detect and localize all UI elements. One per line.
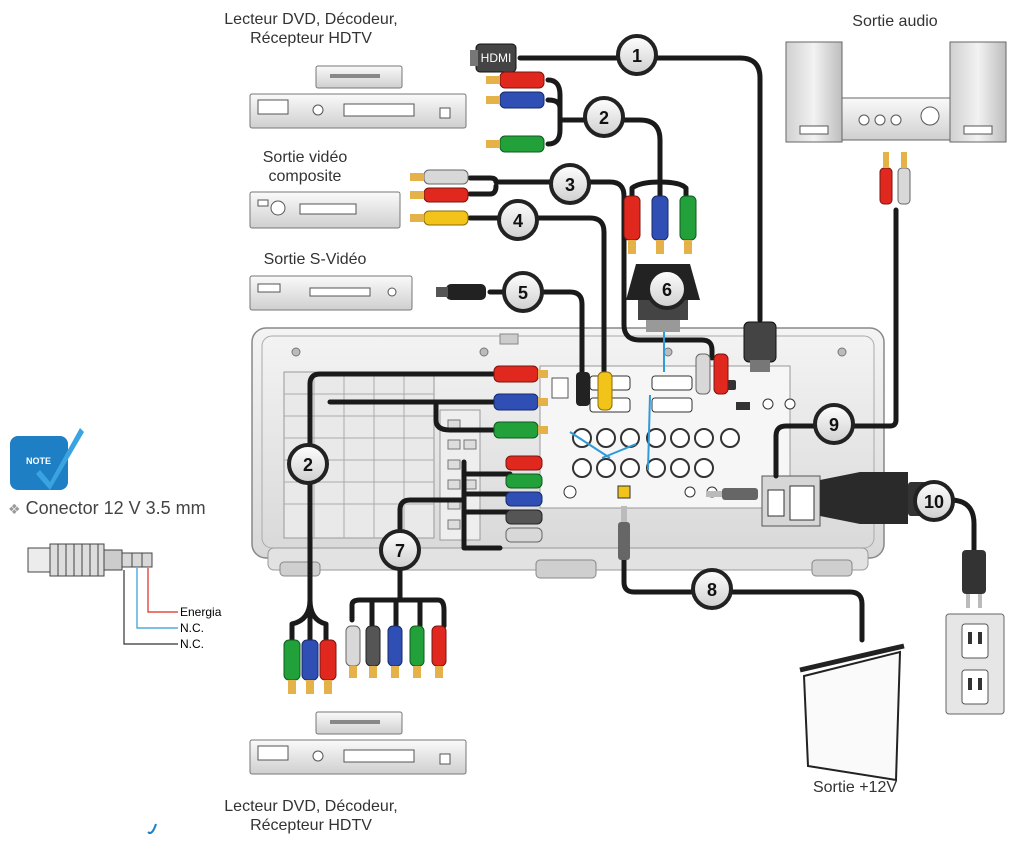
composite-device — [249, 191, 401, 229]
plugs: HDMI — [283, 43, 986, 694]
label-dvd-bottom: Lecteur DVD, Décodeur, Récepteur HDTV — [224, 798, 398, 834]
jack-illustration: Energia N.C. N.C. — [27, 543, 222, 651]
label-dvd-top: Lecteur DVD, Décodeur, Récepteur HDTV — [224, 11, 398, 47]
callout-2-left: 2 — [287, 443, 329, 485]
projector — [251, 327, 885, 579]
wall-outlet — [945, 613, 1005, 715]
callout-3: 3 — [549, 163, 591, 205]
dvd-player-top — [249, 65, 467, 129]
audio-system — [785, 41, 1007, 143]
bullet-icon: ❖ — [8, 501, 21, 517]
callout-9: 9 — [813, 403, 855, 445]
callout-1-number: 1 — [632, 46, 642, 66]
label-svideo: Sortie S-Vidéo — [263, 251, 367, 268]
dvd-player-bottom — [249, 711, 467, 775]
note-text: ❖ Conector 12 V 3.5 mm — [8, 498, 218, 520]
power-socket — [761, 475, 821, 527]
note-icon: NOTE — [10, 428, 84, 490]
callout-10: 10 — [913, 480, 955, 522]
note-badge-label: NOTE — [26, 456, 51, 466]
callout-10-number: 10 — [924, 492, 944, 512]
callout-4: 4 — [497, 199, 539, 241]
callout-3-number: 3 — [565, 175, 575, 195]
callout-7: 7 — [379, 529, 421, 571]
blue-connection-line — [647, 394, 651, 471]
pin-label-power: Energia — [180, 605, 222, 619]
svideo-device — [249, 275, 413, 311]
callout-4-number: 4 — [513, 211, 523, 231]
cable-1-hdmi — [517, 55, 763, 323]
note-connector-text: Conector 12 V 3.5 mm — [25, 498, 206, 518]
label-audio-out: Sortie audio — [852, 13, 938, 30]
callout-7-number: 7 — [395, 541, 405, 561]
callout-6: 6 — [646, 268, 688, 310]
label-composite: Sortie vidéo composite — [262, 149, 348, 185]
callout-2b-number: 2 — [303, 455, 313, 475]
projection-screen — [799, 643, 905, 782]
callout-2-number: 2 — [599, 108, 609, 128]
pin-label-nc2: N.C. — [180, 637, 204, 651]
hdmi-plug-label: HDMI — [481, 51, 512, 65]
callout-8: 8 — [691, 568, 733, 610]
callout-8-number: 8 — [707, 580, 717, 600]
callout-5: 5 — [502, 271, 544, 313]
callout-6-number: 6 — [662, 280, 672, 300]
label-12v-out: Sortie +12V — [812, 779, 898, 796]
callout-5-number: 5 — [518, 283, 528, 303]
pin-label-nc1: N.C. — [180, 621, 204, 635]
callout-2-top: 2 — [583, 96, 625, 138]
io-panel — [539, 365, 796, 509]
callout-9-number: 9 — [829, 415, 839, 435]
decor-mark — [147, 823, 157, 834]
cables — [289, 55, 977, 643]
callout-1: 1 — [616, 34, 658, 76]
